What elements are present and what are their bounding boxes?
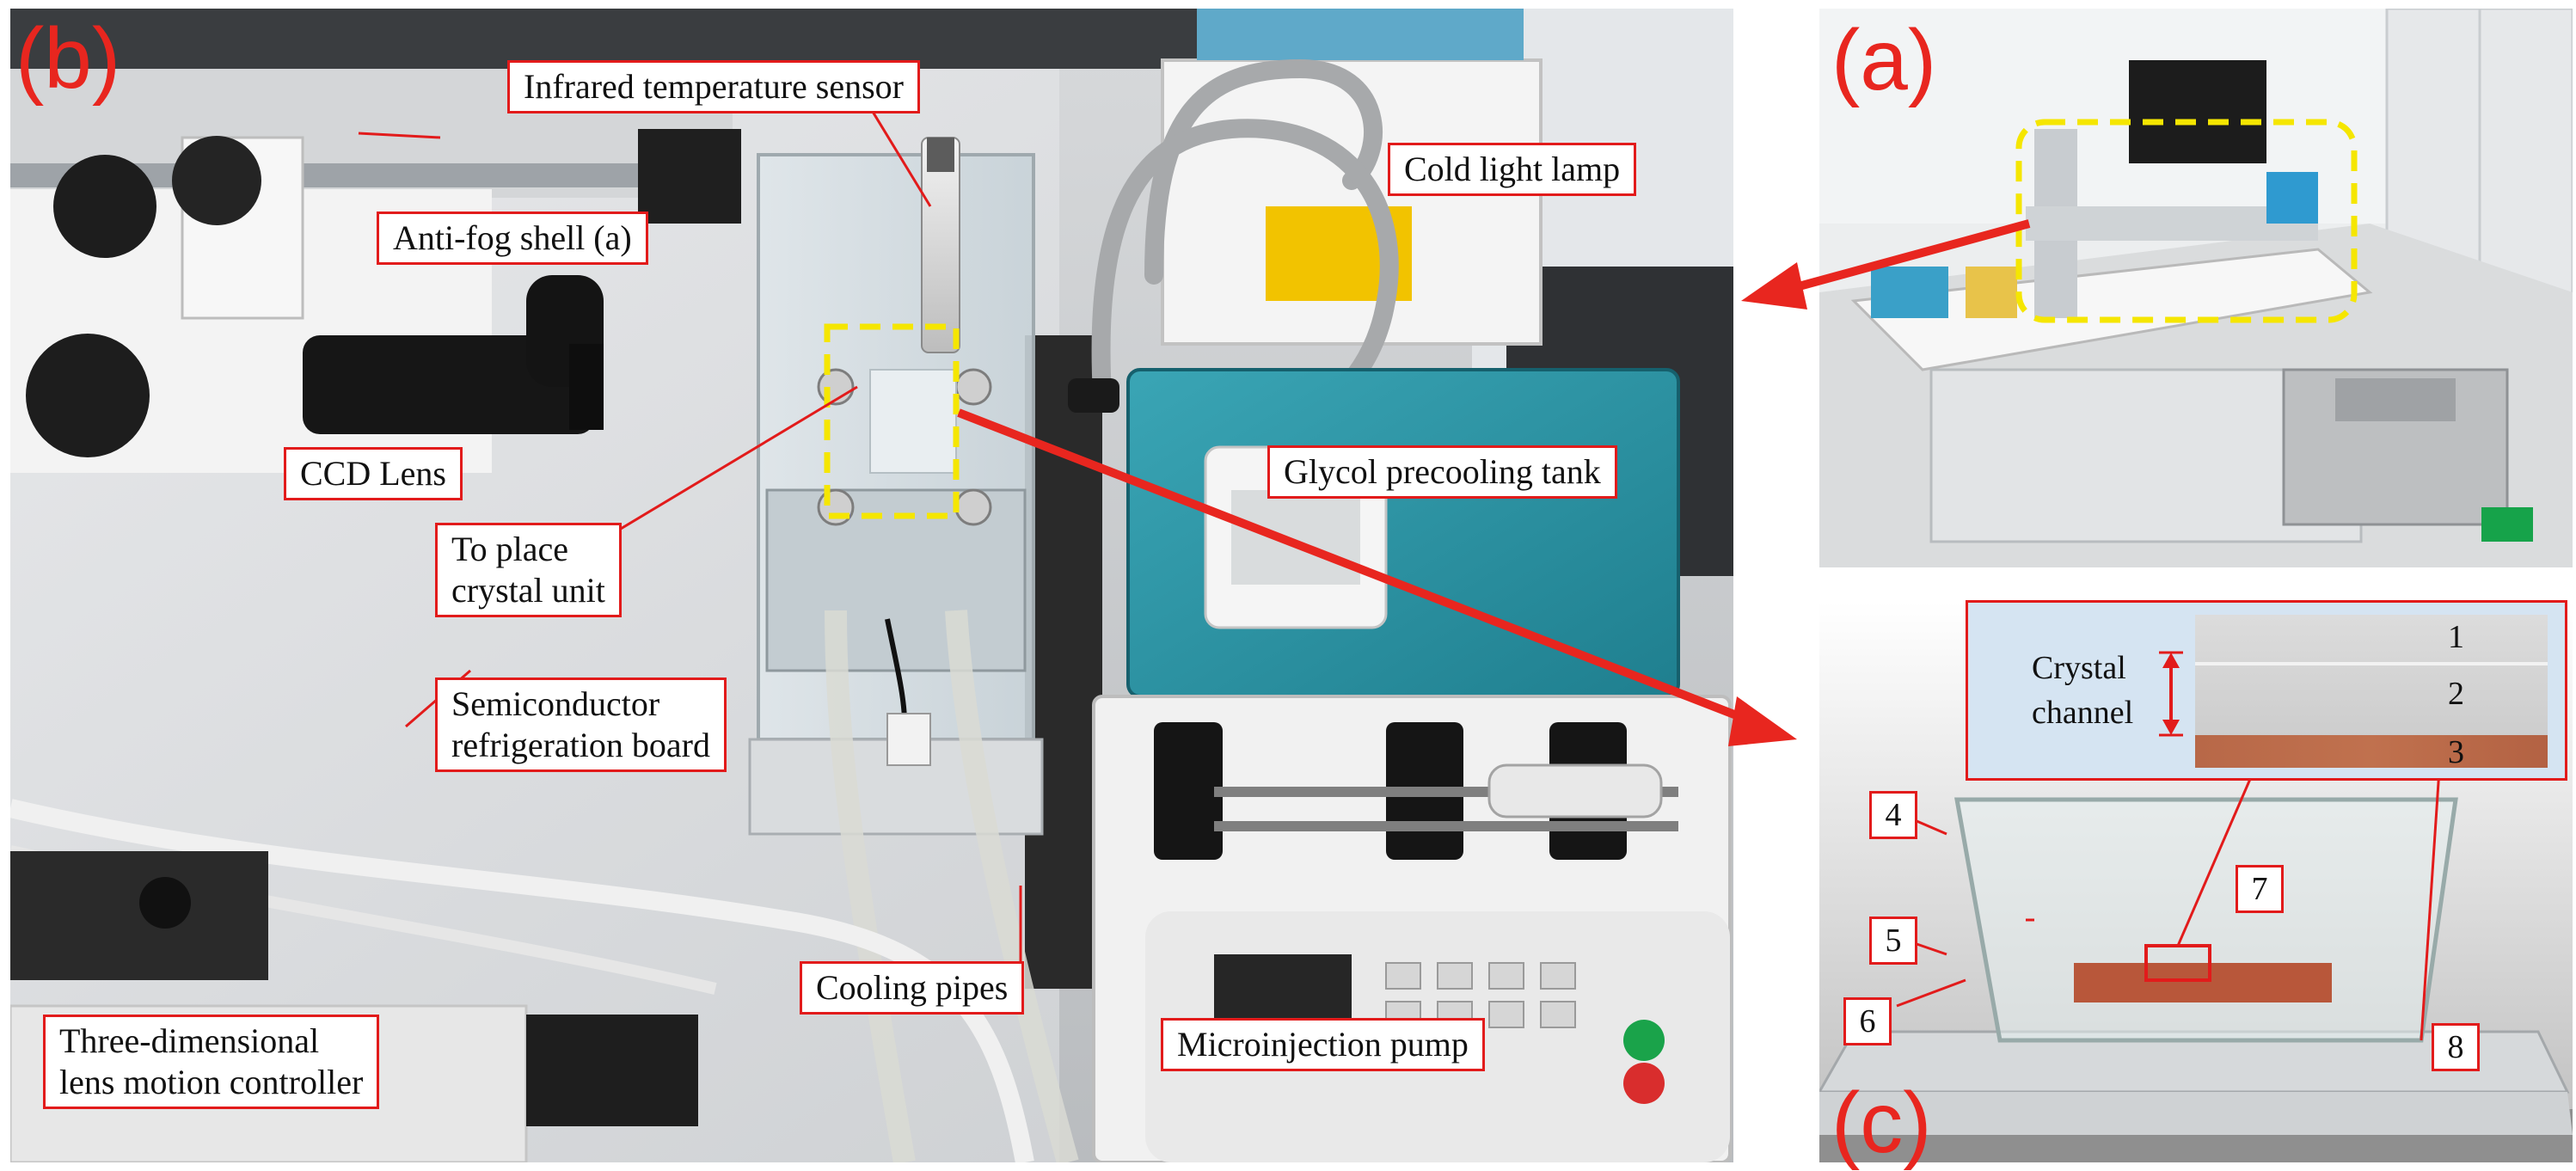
label-controller-line1: Three-dimensional	[59, 1021, 320, 1060]
layer-1-label: 1	[2448, 619, 2464, 655]
label-crystal-unit-line1: To place	[451, 530, 569, 568]
crystal-channel-label-line1: Crystal	[2032, 650, 2126, 686]
inset-micrograph	[2195, 615, 2548, 768]
arrow-head-icon	[1741, 262, 1807, 310]
crystal-channel-inset: Crystal channel 1 2 3	[1966, 600, 2567, 781]
crystal-channel-label-line2: channel	[2032, 695, 2134, 731]
label-cold-light-lamp: Cold light lamp	[1388, 143, 1637, 196]
marker-8: 8	[2432, 1023, 2480, 1071]
panel-letter-c: (c)	[1831, 1075, 1932, 1171]
marker-7: 7	[2236, 865, 2284, 913]
marker-4: 4	[1869, 791, 1917, 839]
lab-overview-photo	[1819, 9, 2573, 567]
label-semiconductor-line2: refrigeration board	[451, 726, 710, 764]
panel-letter-a: (a)	[1831, 12, 1937, 108]
marker-5: 5	[1869, 917, 1917, 965]
label-semiconductor-refrigeration-board: Semiconductor refrigeration board	[435, 677, 727, 772]
label-microinjection-pump: Microinjection pump	[1161, 1018, 1485, 1071]
label-glycol-precooling-tank: Glycol precooling tank	[1267, 445, 1617, 499]
panel-letter-b: (b)	[15, 10, 121, 107]
layer-2-label: 2	[2448, 676, 2464, 712]
label-cooling-pipes: Cooling pipes	[800, 961, 1025, 1015]
label-semiconductor-line1: Semiconductor	[451, 684, 660, 723]
label-anti-fog-shell: Anti-fog shell (a)	[377, 212, 648, 265]
label-infrared-temperature-sensor: Infrared temperature sensor	[507, 60, 920, 113]
label-crystal-unit: To place crystal unit	[435, 523, 622, 617]
marker-6: 6	[1843, 997, 1892, 1045]
panel-a-photo	[1819, 9, 2573, 567]
label-crystal-unit-line2: crystal unit	[451, 571, 605, 610]
label-controller-line2: lens motion controller	[59, 1063, 364, 1101]
arrow-head-icon	[1728, 696, 1797, 746]
layer-3-label: 3	[2448, 734, 2464, 770]
label-lens-motion-controller: Three-dimensional lens motion controller	[43, 1015, 380, 1109]
label-ccd-lens: CCD Lens	[284, 447, 463, 500]
